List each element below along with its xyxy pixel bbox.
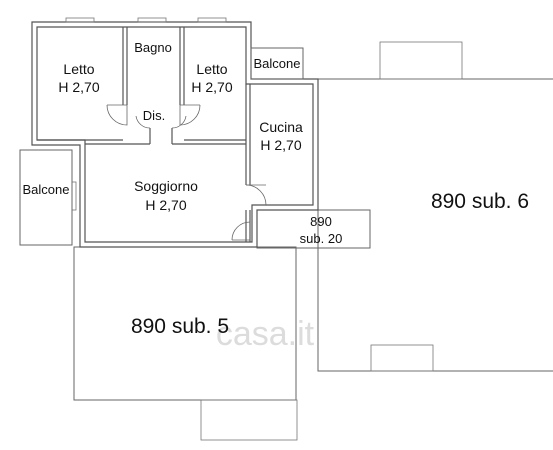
unit-sub5-label: 890 sub. 5 xyxy=(131,315,229,338)
room-bagno-name: Bagno xyxy=(134,40,172,55)
room-balcone-top-name: Balcone xyxy=(254,56,301,71)
unit-sub20-line2: sub. 20 xyxy=(300,231,343,246)
balcony-left-outline xyxy=(19,149,73,246)
room-soggiorno-height: H 2,70 xyxy=(145,197,186,213)
apartment-walls xyxy=(31,21,319,248)
room-dis-name: Dis. xyxy=(143,108,165,123)
balcony-top-outline xyxy=(250,47,304,80)
room-letto-left-name: Letto xyxy=(63,61,94,77)
unit-sub20-line1: 890 xyxy=(310,214,332,229)
room-soggiorno-name: Soggiorno xyxy=(134,178,198,194)
room-letto-right-name: Letto xyxy=(196,61,227,77)
unit-sub6-outline xyxy=(317,41,553,372)
room-cucina-height: H 2,70 xyxy=(260,137,301,153)
windows xyxy=(65,17,227,211)
room-balcone-left-name: Balcone xyxy=(23,182,70,197)
watermark: casa.it xyxy=(216,315,315,353)
doors xyxy=(106,104,267,241)
room-letto-left-height: H 2,70 xyxy=(58,79,99,95)
unit-sub6-label: 890 sub. 6 xyxy=(431,190,529,213)
room-cucina-name: Cucina xyxy=(259,119,303,135)
room-letto-right-height: H 2,70 xyxy=(191,79,232,95)
